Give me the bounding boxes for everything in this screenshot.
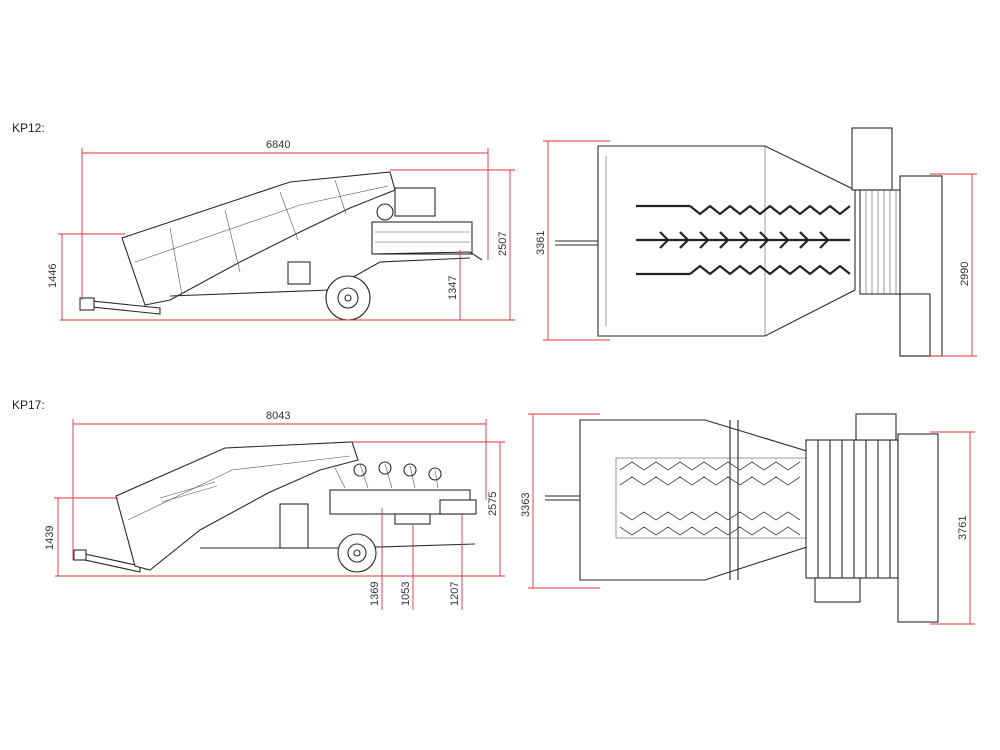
model-label-kp17: KP17:: [12, 398, 45, 412]
kp17-discharge-label-2: 1053: [400, 582, 412, 606]
kp12-discharge-label: 1347: [447, 276, 459, 300]
model-label-kp12: KP12:: [12, 121, 45, 135]
kp17-top-side-conveyor: [897, 433, 939, 623]
kp12-top-out-conveyor: [899, 293, 931, 357]
kp17-top-rollers: [805, 439, 899, 579]
kp17-chassis: [200, 543, 476, 549]
kp17-discharge-2: [439, 499, 477, 515]
kp17-roller-arms: [334, 463, 439, 489]
kp17-hopper-line: [127, 455, 351, 521]
kp17-top-width-label: 3363: [520, 493, 532, 517]
kp17-wheel: [337, 533, 377, 573]
kp12-chassis: [169, 257, 471, 297]
kp12-top-feed: [851, 127, 893, 191]
kp12-hopper-line: [134, 185, 389, 263]
kp12-total-width-label: 2990: [959, 262, 971, 286]
kp17-top-crossbeam: [729, 420, 739, 580]
kp17-top-feed: [855, 413, 897, 441]
kp12-wheel-hub: [337, 287, 359, 309]
kp17-discharge-label-3: 1207: [449, 582, 461, 606]
kp17-roller-bars: [817, 440, 891, 578]
kp12-roller-lines: [375, 231, 470, 243]
kp17-top-dims: 3363 3761: [520, 413, 975, 625]
kp17-side-dims: 8043 2575 1439 1369 1053 1207: [44, 410, 505, 610]
kp12-top-dims: 3361 2990: [535, 140, 977, 357]
kp17-height-label: 2575: [487, 492, 499, 516]
kp17-length-label: 8043: [266, 410, 290, 422]
kp17-hitch: [73, 549, 87, 561]
kp17-top-view: [545, 413, 939, 623]
kp17-roller-3: [403, 463, 417, 477]
kp17-hopper-mark: [159, 481, 218, 503]
kp12-top-drawbar: [555, 240, 598, 246]
kp12-height-label: 2507: [497, 232, 509, 256]
kp17-roller-2: [378, 461, 392, 475]
kp12-hopper-ribs: [169, 179, 347, 296]
kp17-top-drawbar: [545, 495, 580, 501]
kp12-side-view: [79, 171, 483, 321]
kp12-box: [287, 261, 311, 285]
kp12-top-view: [555, 127, 943, 357]
kp12-side-dims: 6840 2507 1446 1347: [47, 139, 515, 321]
kp17-discharge-1: [394, 513, 431, 525]
kp12-hopper-height-label: 1446: [47, 264, 59, 288]
kp12-gear: [376, 203, 394, 221]
kp17-wheel-hub: [347, 543, 367, 563]
kp17-top-motor: [814, 577, 861, 603]
kp17-box: [279, 503, 309, 549]
kp12-hopper: [121, 171, 396, 306]
kp17-roller-4: [428, 467, 442, 481]
kp17-side-view: [73, 441, 477, 573]
kp17-discharge-label-1: 1369: [369, 582, 381, 606]
kp12-discharge: [371, 251, 483, 261]
kp17-total-width-label: 3761: [957, 516, 969, 540]
kp17-top-hopper: [579, 419, 811, 581]
kp12-wheel-axle: [344, 294, 352, 302]
kp12-roller-table: [371, 221, 473, 255]
kp12-chevrons: [636, 204, 851, 276]
kp12-length-label: 6840: [266, 139, 290, 151]
kp17-chevrons: [619, 461, 801, 536]
kp12-roller-bars: [865, 190, 897, 294]
kp17-wheel-axle: [353, 549, 361, 557]
kp12-top-width-label: 3361: [535, 231, 547, 255]
kp17-roller-1: [353, 463, 367, 477]
kp17-hopper: [115, 441, 359, 571]
kp12-hitch: [79, 297, 95, 311]
kp17-hopper-height-label: 1439: [44, 526, 56, 550]
kp12-wheel: [325, 275, 371, 321]
kp12-motor: [394, 187, 436, 217]
